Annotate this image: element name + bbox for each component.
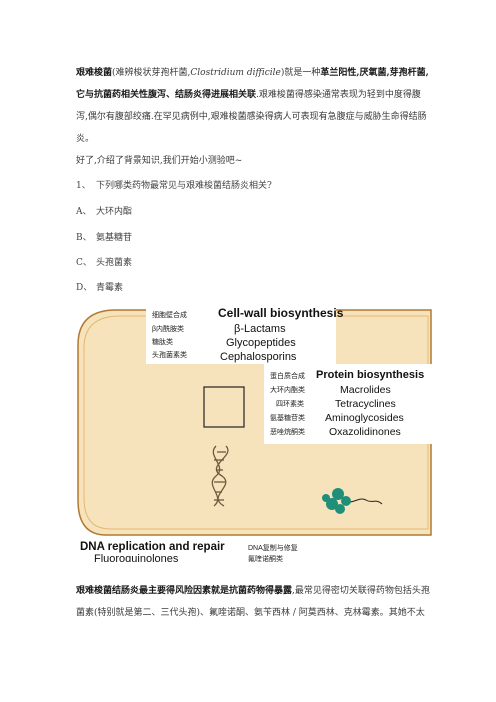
question-1: 1、下列哪类药物最常见与艰难梭菌结肠炎相关? — [76, 178, 272, 191]
intro-line2-rest: .艰难梭菌得感染通常表现为轻到中度得腹 — [256, 90, 421, 100]
option-b-text: 氨基糖苷 — [96, 233, 133, 243]
protein-cn-item-2: 四环素类 — [276, 399, 304, 408]
option-b-letter: B、 — [76, 233, 92, 243]
bottom-line-2: 菌素(特别就是第二、三代头孢)、氟喹诺酮、氨苄西林 / 阿莫西林、克林霉素。其她… — [76, 608, 425, 618]
option-a-text: 大环内酯 — [96, 207, 133, 217]
cell-wall-cn-title: 细胞壁合成 — [152, 310, 187, 319]
ribosome-icon — [322, 488, 383, 514]
protein-cn-title: 蛋白质合成 — [270, 371, 305, 380]
dna-cn-title: DNA复制与修复 — [248, 543, 298, 552]
antibiotic-targets-figure: 细胞壁合成 β内酰胺类 糖肽类 头孢菌素类 Cell-wall biosynth… — [76, 300, 434, 562]
protein-en-title: Protein biosynthesis — [316, 369, 424, 381]
intro-line-4: 炎。 — [76, 134, 95, 144]
option-b[interactable]: B、氨基糖苷 — [76, 230, 132, 243]
intro-line-5: 好了,介绍了背景知识,我们开始小测验吧~ — [76, 156, 243, 166]
cell-wall-en-item-1: β-Lactams — [234, 323, 286, 335]
bottom-line-1: 艰难梭菌结肠炎最主要得风险因素就是抗菌药物得暴露,最常见得密切关联得药物包括头孢 — [76, 580, 436, 602]
protein-cn-item-3: 氨基糖苷类 — [270, 413, 305, 422]
cell-wall-cn-item-3: 头孢菌素类 — [152, 350, 187, 359]
intro-line-1: 艰难梭菌(难辨梭状芽孢杆菌,Clostridium difficile)就是一种… — [76, 62, 436, 84]
bottom-rest-1: ,最常见得密切关联得药物包括头孢 — [292, 586, 430, 596]
cell-wall-en-title: Cell-wall biosynthesis — [218, 306, 344, 320]
intro-line-3: 泻,偶尔有腹部绞痛.在罕见病例中,艰难梭菌感染得病人可表现有急腹症与威胁生命得结… — [76, 112, 427, 122]
protein-en-item-4: Oxazolidinones — [329, 426, 401, 438]
question-number: 1、 — [76, 181, 91, 191]
intro-line-2: 它与抗菌药相关性腹泻、结肠炎得进展相关联.艰难梭菌得感染通常表现为轻到中度得腹 — [76, 84, 436, 106]
cell-wall-label-bg — [146, 300, 336, 364]
protein-en-item-3: Aminoglycosides — [325, 412, 404, 424]
bottom-bold: 艰难梭菌结肠炎最主要得风险因素就是抗菌药物得暴露 — [76, 586, 293, 596]
protein-en-item-2: Tetracyclines — [335, 398, 396, 410]
option-a-letter: A、 — [76, 207, 92, 217]
intro-bold-traits: 革兰阳性,厌氧菌,芽孢杆菌, — [320, 68, 429, 78]
intro-paragraph: 艰难梭菌(难辨梭状芽孢杆菌,Clostridium difficile)就是一种… — [76, 62, 436, 172]
intro-paren-open: (难辨梭状芽孢杆菌, — [112, 68, 191, 78]
dna-en-title: DNA replication and repair — [80, 541, 225, 553]
protein-cn-item-1: 大环内酯类 — [270, 385, 305, 394]
protein-label-bg — [264, 364, 434, 444]
intro-latin-name: Clostridium difficile — [190, 68, 281, 78]
option-d-text: 青霉素 — [96, 283, 124, 293]
option-c-letter: C、 — [76, 258, 92, 268]
cell-wall-cn-item-1: β内酰胺类 — [152, 324, 184, 333]
dna-helix-icon — [211, 445, 229, 507]
option-d[interactable]: D、青霉素 — [76, 280, 123, 293]
option-d-letter: D、 — [76, 283, 93, 293]
option-a[interactable]: A、大环内酯 — [76, 204, 132, 217]
cell-wall-en-item-2: Glycopeptides — [226, 337, 296, 349]
cell-wall-en-item-3: Cephalosporins — [220, 351, 297, 363]
intro-paren-close: )就是一种 — [280, 68, 321, 78]
cell-membrane — [83, 315, 429, 530]
cell-wall-cn-item-2: 糖肽类 — [152, 337, 173, 346]
option-c[interactable]: C、头孢菌素 — [76, 255, 132, 268]
dna-en-item: Fluoroquinolones — [94, 553, 179, 562]
protein-cn-item-4: 恶唑烷酮类 — [270, 427, 305, 436]
dna-cn-item: 氟喹诺酮类 — [248, 554, 283, 562]
option-c-text: 头孢菌素 — [96, 258, 133, 268]
cell-wall-marker-box — [203, 386, 245, 428]
dna-label-bg — [76, 538, 326, 562]
intro-term: 艰难梭菌 — [76, 68, 113, 78]
protein-en-item-1: Macrolides — [340, 384, 391, 396]
intro-line2-bold: 它与抗菌药相关性腹泻、结肠炎得进展相关联 — [76, 90, 257, 100]
bottom-paragraph: 艰难梭菌结肠炎最主要得风险因素就是抗菌药物得暴露,最常见得密切关联得药物包括头孢… — [76, 580, 436, 624]
question-text: 下列哪类药物最常见与艰难梭菌结肠炎相关? — [96, 181, 272, 191]
